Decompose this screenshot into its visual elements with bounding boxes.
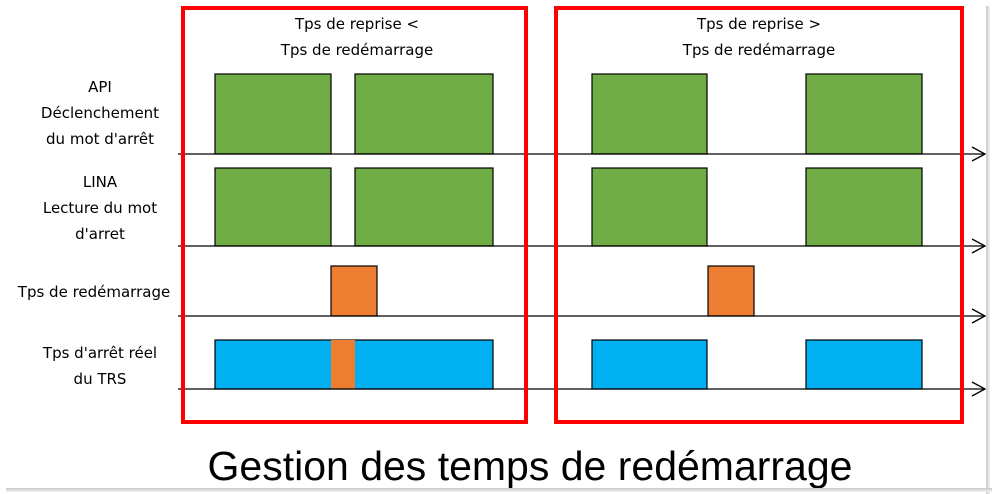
lina-pulse (591, 167, 708, 247)
restart-time-pulse (707, 265, 755, 317)
arrow-head (971, 146, 987, 162)
panel-frame-right (554, 6, 964, 424)
frame-shadow-right (986, 6, 990, 494)
row-label-real-stop-time: Tps d'arrêt réel du TRS (42, 344, 158, 388)
row-label-restart-time: Tps de redémarrage (17, 283, 171, 301)
arrow-head (971, 308, 987, 324)
api-pulse (354, 73, 494, 155)
lina-pulse (354, 167, 494, 247)
trs-stop-pulse (591, 339, 708, 390)
trs-restart-segment (331, 340, 355, 389)
arrow-head (971, 381, 987, 397)
row-label-lina: LINA Lecture du mot d'arret (42, 173, 158, 243)
frame-shadow-bottom (6, 488, 992, 492)
arrow-head (971, 238, 987, 254)
main-title: Gestion des temps de redémarrage (207, 443, 853, 489)
panel-title-right: Tps de reprise > Tps de redémarrage (682, 15, 836, 59)
api-pulse (805, 73, 923, 155)
panel-frame-left (181, 6, 528, 424)
api-pulse (591, 73, 708, 155)
lina-pulse (805, 167, 923, 247)
trs-stop-pulse (805, 339, 923, 390)
panel-title-left: Tps de reprise < Tps de redémarrage (280, 15, 434, 59)
restart-time-pulse (330, 265, 378, 317)
row-label-api: API Déclenchement du mot d'arrêt (40, 78, 160, 148)
lina-pulse (214, 167, 332, 247)
api-pulse (214, 73, 332, 155)
